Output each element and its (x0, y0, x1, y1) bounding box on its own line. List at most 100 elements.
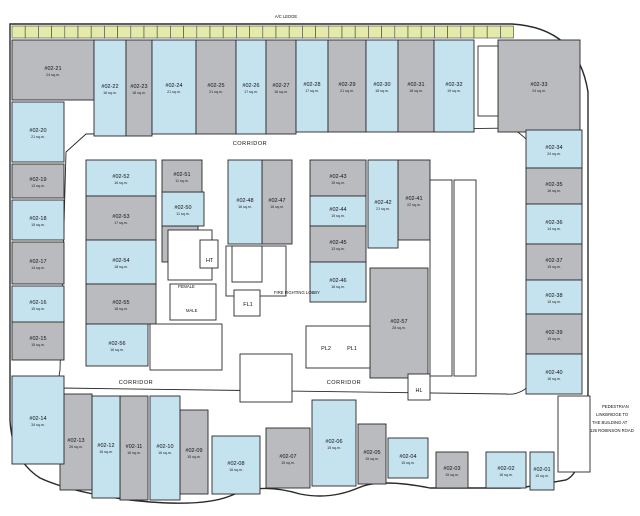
ac-ledge-strip (11, 25, 514, 39)
unit-02-54-area: 18 sq.m. (114, 265, 128, 269)
unit-02-08-shape (211, 435, 261, 495)
unit-02-19-shape (11, 163, 65, 199)
male-toilet-label: MALE (186, 308, 198, 313)
unit-02-07-id: #02-07 (279, 454, 296, 460)
stair-upper (231, 245, 263, 283)
ht-label: HT (206, 258, 214, 264)
unit-02-13-area: 26 sq.m. (69, 445, 83, 449)
unit-02-34-id: #02-34 (545, 145, 562, 151)
lift-bank-left (149, 323, 223, 371)
unit-02-50-area: 11 sq.m. (176, 212, 190, 216)
unit-02-02-area: 16 sq.m. (499, 473, 513, 477)
unit-02-45-area: 13 sq.m. (331, 247, 345, 251)
unit-02-40-shape (525, 353, 583, 395)
unit-02-50-id: #02-50 (174, 205, 191, 211)
ac-ledge-cell (104, 25, 118, 39)
female-toilet-label: FEMALE (178, 284, 195, 289)
unit-02-15-shape (11, 319, 65, 361)
fire-lobby-label: FIRE FIGHTING LOBBY (274, 290, 320, 295)
pedestrian-link-line-3: THE BUILDING AT (592, 420, 628, 425)
unit-02-17-area: 14 sq.m. (31, 266, 45, 270)
unit-02-30-id: #02-30 (373, 82, 390, 88)
unit-02-29-area: 21 sq.m. (340, 89, 354, 93)
unit-02-01-shape (529, 451, 555, 491)
unit-02-16-area: 15 sq.m. (31, 307, 45, 311)
ac-ledge-cell (156, 25, 171, 39)
ac-ledge-cell (420, 25, 435, 39)
ac-ledge-cell (275, 25, 290, 39)
unit-02-06-area: 15 sq.m. (327, 446, 341, 450)
ac-ledge-cell (500, 25, 514, 39)
unit-02-21-shape (11, 39, 95, 101)
corridor-label-bottom-right: CORRIDOR (327, 380, 361, 386)
unit-02-48-area: 16 sq.m. (238, 205, 252, 209)
unit-02-07-area: 15 sq.m. (281, 461, 295, 465)
pedestrian-link-line-4: 126 ROBINSON ROAD (590, 428, 634, 433)
ac-ledge-cell (460, 25, 475, 39)
unit-02-35-id: #02-35 (545, 182, 562, 188)
unit-02-08-id: #02-08 (227, 461, 244, 467)
corridor-label-bottom-left: CORRIDOR (119, 380, 153, 386)
unit-02-24-area: 21 sq.m. (167, 90, 181, 94)
unit-02-25-area: 21 sq.m. (209, 90, 223, 94)
unit-02-23-id: #02-23 (130, 84, 147, 90)
unit-02-33-id: #02-33 (530, 82, 547, 88)
unit-02-24-shape (151, 39, 197, 135)
unit-02-12-area: 16 sq.m. (99, 450, 113, 454)
ac-ledge-cell (77, 25, 92, 39)
unit-02-33-shape (497, 39, 581, 133)
unit-02-55-id: #02-55 (112, 300, 129, 306)
unit-02-18-shape (11, 199, 65, 241)
ac-ledge-cell (222, 25, 237, 39)
unit-02-17-id: #02-17 (29, 259, 46, 265)
unit-02-57-id: #02-57 (390, 319, 407, 325)
ac-ledge-cell (394, 25, 409, 39)
ac-ledge-cell (368, 25, 382, 39)
unit-02-10-id: #02-10 (156, 444, 173, 450)
unit-02-17-shape (11, 241, 65, 285)
unit-02-56-shape (85, 323, 149, 367)
service-core (149, 45, 591, 473)
unit-02-51-shape (161, 159, 203, 193)
unit-02-19-id: #02-19 (29, 177, 46, 183)
unit-02-36-area: 14 sq.m. (547, 227, 561, 231)
unit-02-57-shape (369, 267, 429, 379)
unit-02-05-shape (357, 423, 387, 485)
ac-ledge-cell (354, 25, 369, 39)
unit-02-46-area: 16 sq.m. (331, 285, 345, 289)
unit-02-42-area: 21 sq.m. (376, 207, 390, 211)
unit-02-53-shape (85, 195, 157, 241)
unit-02-01-id: #02-01 (533, 467, 550, 473)
unit-02-16-id: #02-16 (29, 300, 46, 306)
hl-room (407, 373, 431, 401)
ac-ledge-cell (315, 25, 330, 39)
unit-02-51-area: 11 sq.m. (175, 179, 189, 183)
unit-02-09-id: #02-09 (185, 448, 202, 454)
ac-ledge-cell (486, 25, 501, 39)
unit-02-07-shape (265, 427, 311, 489)
ac-ledge-cell (209, 25, 224, 39)
ac-ledge-cell (473, 25, 488, 39)
unit-02-03-shape (435, 451, 469, 489)
